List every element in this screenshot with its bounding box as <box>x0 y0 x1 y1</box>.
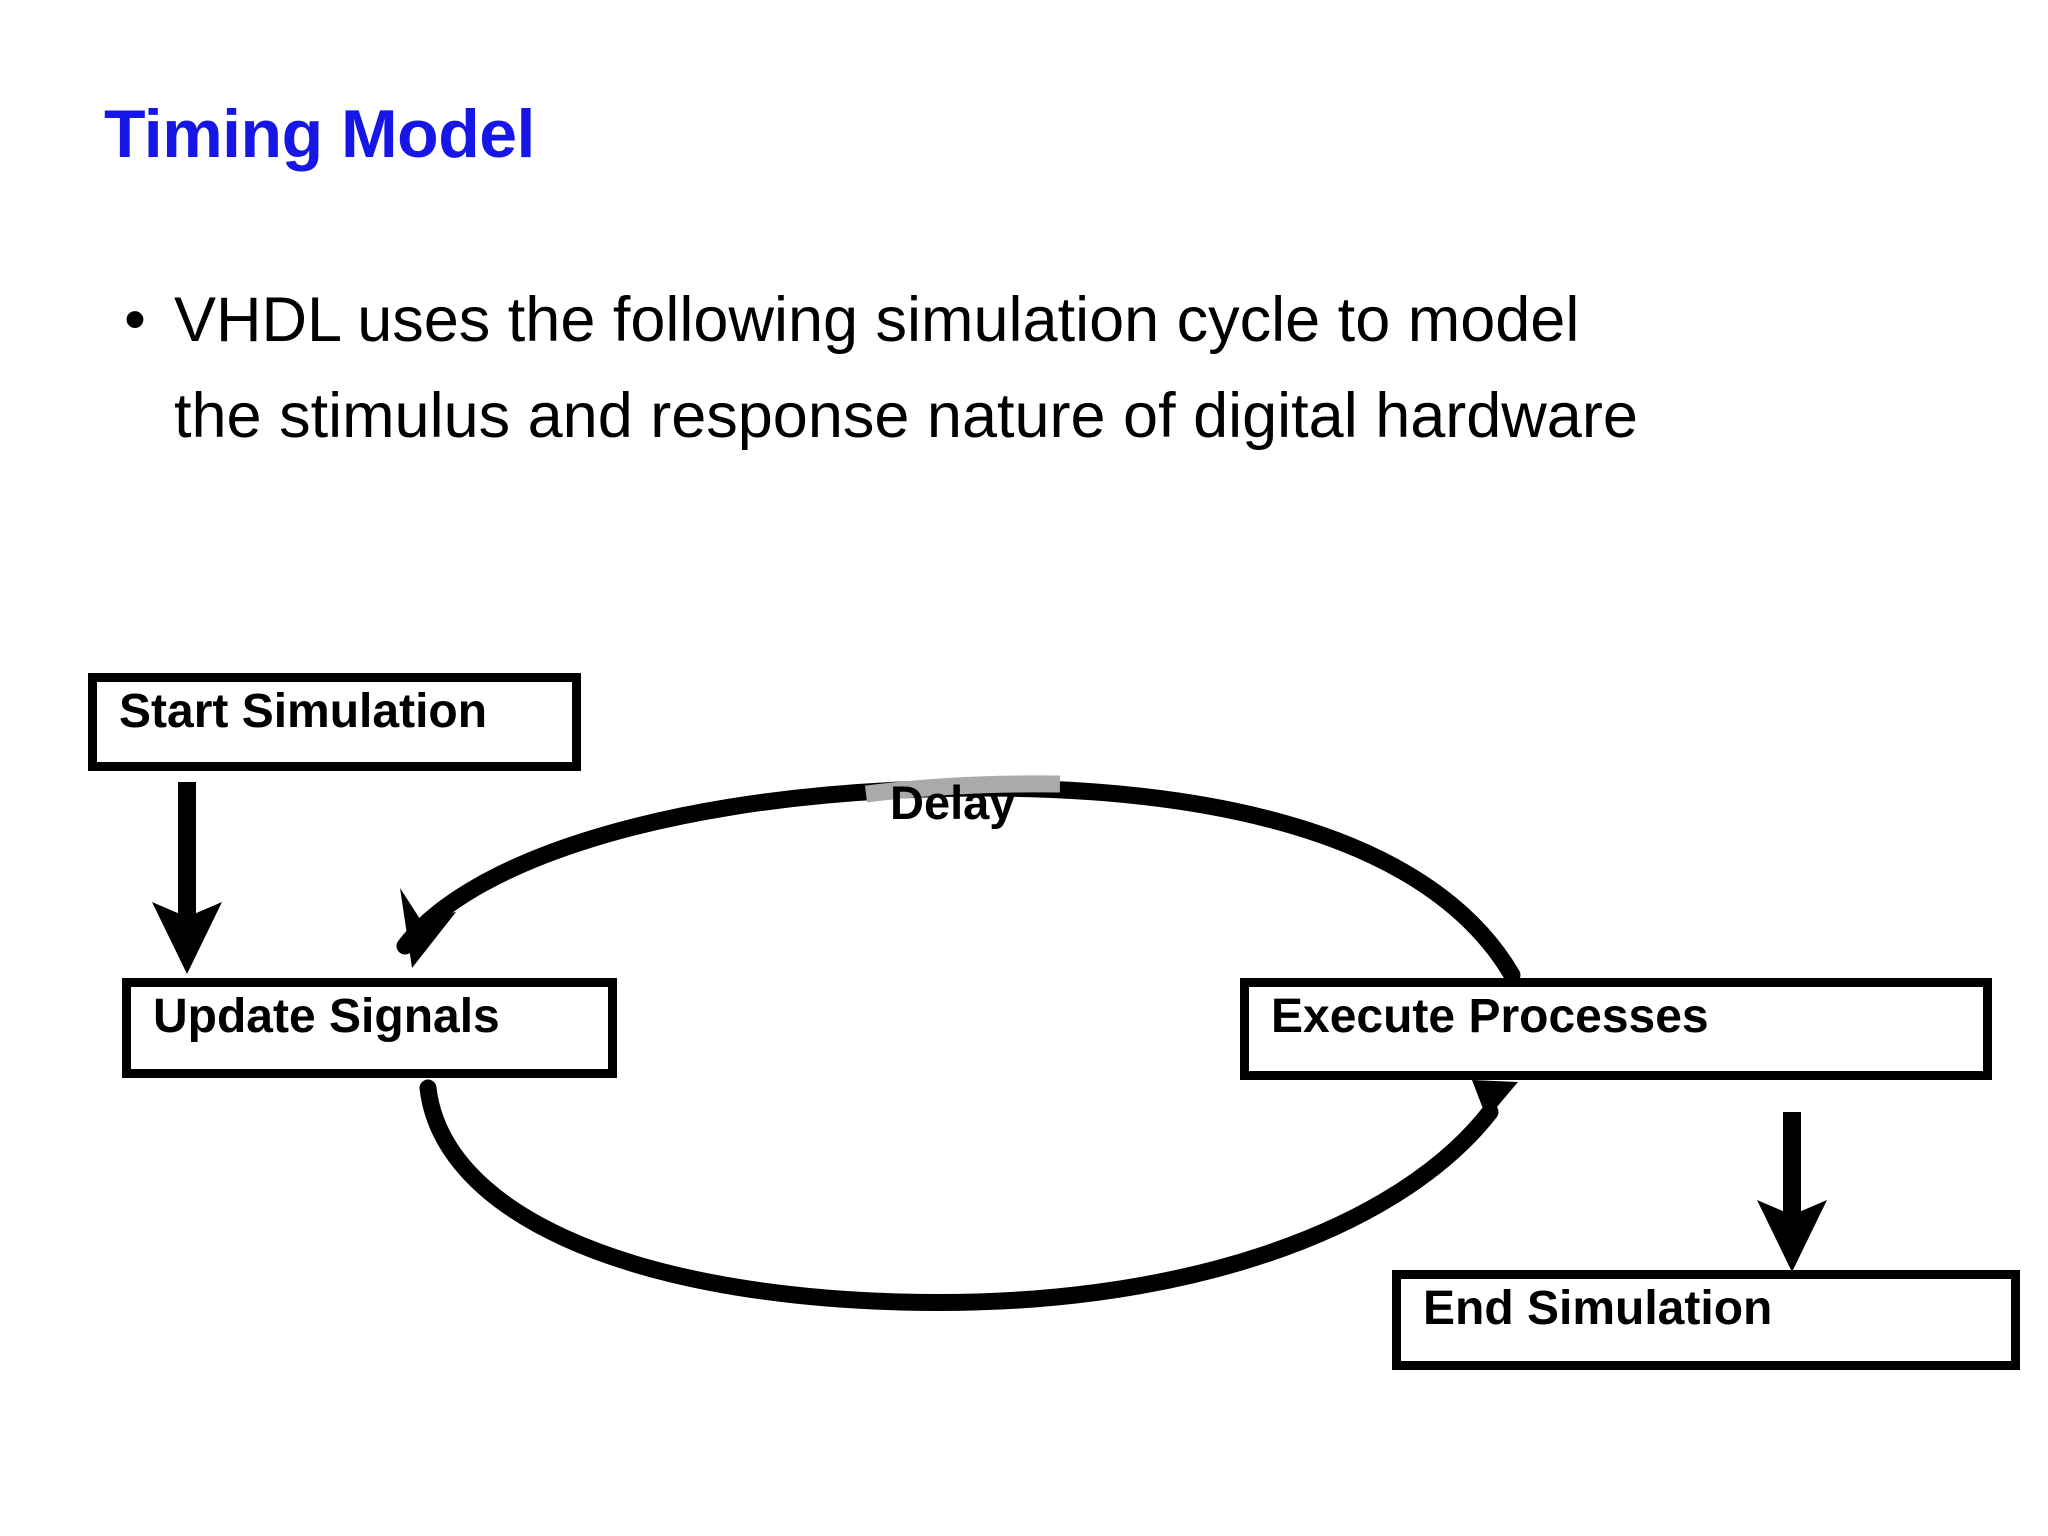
flow-box-start-simulation-label: Start Simulation <box>119 685 488 738</box>
list-item: • VHDL uses the following simulation cyc… <box>96 272 1816 464</box>
edge-label-delay: Delay <box>890 776 1016 829</box>
bullet-text: VHDL uses the following simulation cycle… <box>174 285 1638 451</box>
flow-box-end-simulation[interactable]: End Simulation <box>1392 1270 2020 1370</box>
edge-execute-to-end <box>1757 1112 1827 1272</box>
flow-box-update-signals-label: Update Signals <box>153 990 500 1043</box>
edge-execute-to-update-delay <box>396 775 1521 984</box>
bullet-marker-icon: • <box>124 285 146 354</box>
page-title: Timing Model <box>104 96 535 172</box>
flow-box-execute-processes-label: Execute Processes <box>1271 990 1709 1043</box>
bullet-list: • VHDL uses the following simulation cyc… <box>96 272 1816 464</box>
flow-box-start-simulation[interactable]: Start Simulation <box>88 673 581 771</box>
flow-box-execute-processes[interactable]: Execute Processes <box>1240 978 1992 1080</box>
edge-update-to-execute <box>419 1079 1518 1312</box>
flow-box-end-simulation-label: End Simulation <box>1423 1282 1773 1335</box>
flow-box-update-signals[interactable]: Update Signals <box>122 978 617 1078</box>
edge-start-to-update <box>152 782 222 974</box>
